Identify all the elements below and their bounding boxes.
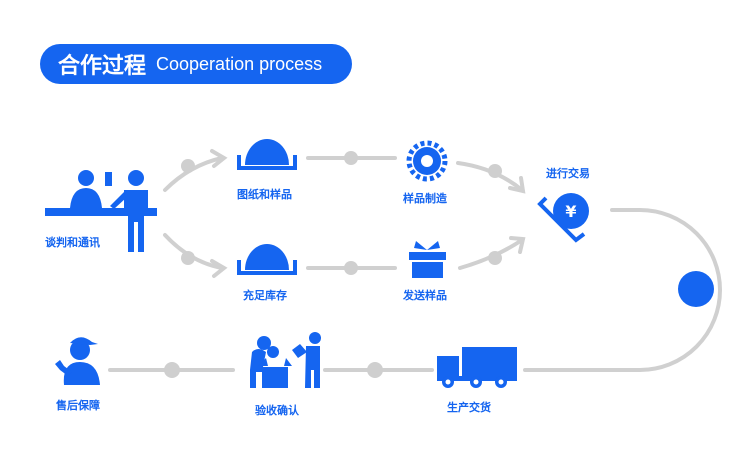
- truck-icon: [437, 347, 517, 388]
- step-label-drawings-samples: 图纸和样品: [237, 188, 292, 201]
- arrow-icon: [509, 236, 526, 254]
- milestone-dot: [678, 271, 714, 307]
- step-label-sample-manufacturing: 样品制造: [403, 192, 447, 205]
- title-pill: 合作过程 Cooperation process: [40, 44, 352, 84]
- step-label-acceptance: 验收确认: [255, 404, 299, 417]
- arrow-icon: [210, 149, 228, 168]
- title-zh: 合作过程: [58, 54, 147, 79]
- track-dot: [164, 362, 180, 378]
- track-dot: [344, 151, 358, 165]
- track-dot: [344, 261, 358, 275]
- connectors: [108, 149, 722, 372]
- step-label-transaction: 进行交易: [546, 167, 590, 180]
- gear-icon: [406, 140, 448, 182]
- step-label-inventory: 充足库存: [243, 289, 287, 302]
- track-dot: [367, 362, 383, 378]
- step-label-negotiation: 谈判和通讯: [45, 236, 100, 249]
- negotiation-icon: [45, 170, 157, 252]
- bowl-icon: [237, 139, 297, 170]
- track-dot: [181, 251, 195, 265]
- track-dots: [164, 151, 502, 378]
- track-dot: [488, 251, 502, 265]
- svg-text:¥: ¥: [565, 202, 576, 221]
- step-label-delivery: 生产交货: [447, 401, 491, 414]
- track-dot: [181, 159, 195, 173]
- gift-icon: [409, 241, 446, 278]
- step-label-after-sales: 售后保障: [56, 399, 100, 412]
- track-dot: [488, 164, 502, 178]
- step-label-send-samples: 发送样品: [403, 289, 447, 302]
- arrow-icon: [210, 259, 228, 278]
- arrow-icon: [508, 176, 526, 194]
- bowl-icon: [237, 244, 297, 275]
- yen-coin-icon: ¥: [537, 193, 589, 243]
- return-track: [523, 208, 722, 372]
- inspection-icon: [250, 332, 321, 388]
- title-en: Cooperation process: [156, 53, 323, 74]
- support-worker-icon: [55, 337, 100, 385]
